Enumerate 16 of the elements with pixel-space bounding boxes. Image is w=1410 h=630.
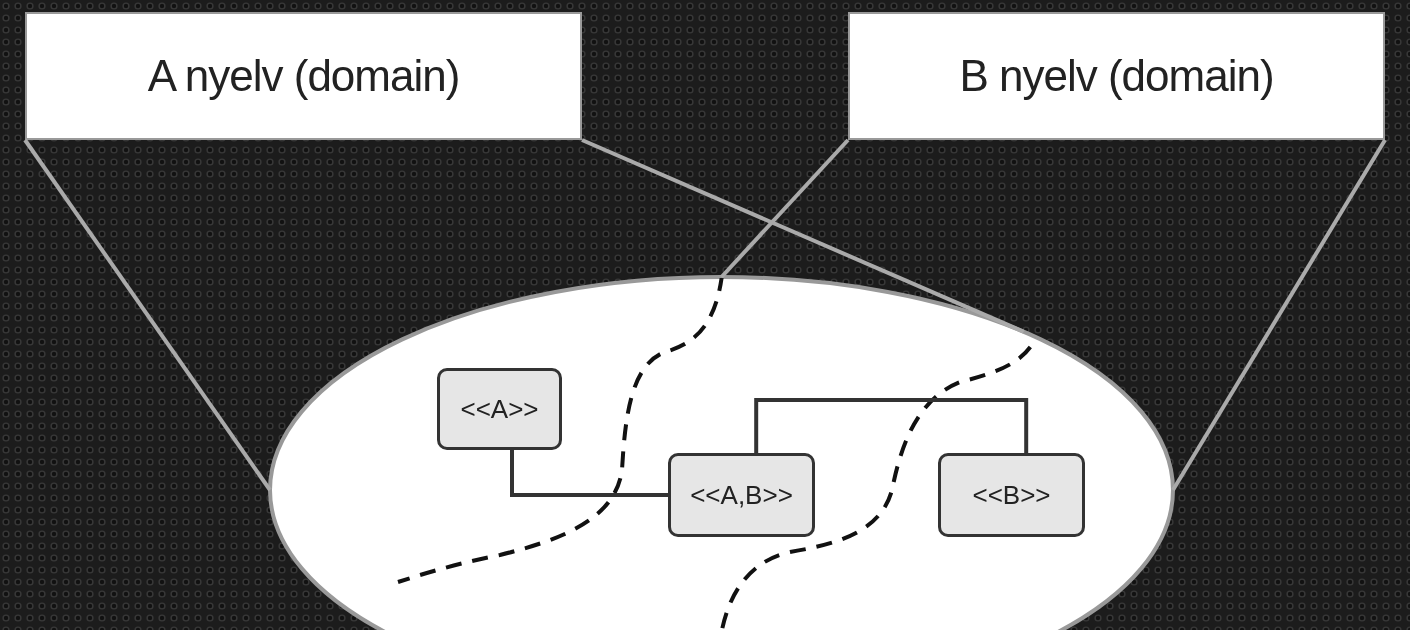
node-label: A nyelv (domain) (147, 51, 460, 101)
domain-box (848, 12, 1385, 140)
node-label: <<A>> (460, 393, 539, 425)
domain-box (25, 12, 582, 140)
class-box (437, 368, 562, 450)
node-label: <<B>> (972, 479, 1051, 511)
connector-line (510, 450, 668, 497)
node-label: <<A,B>> (690, 479, 793, 511)
zoom-line (1171, 138, 1387, 492)
zoom-line (581, 138, 1025, 334)
node-label: B nyelv (domain) (959, 51, 1274, 101)
zoom-line (720, 138, 850, 279)
class-box (668, 453, 815, 537)
class-box (938, 453, 1085, 537)
connector-line (754, 398, 1029, 453)
zoom-line (23, 138, 272, 492)
